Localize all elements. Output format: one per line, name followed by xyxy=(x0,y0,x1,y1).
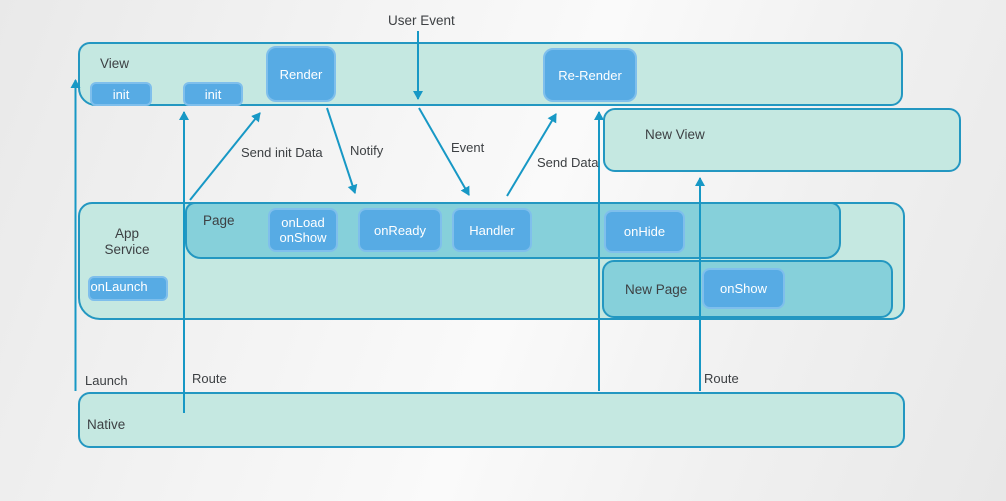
app-service-container: App Service onLaunch Page onLoad onShow … xyxy=(78,202,905,320)
handler-node: Handler xyxy=(452,208,532,252)
user-event-label: User Event xyxy=(388,13,455,28)
render-node-label: Render xyxy=(279,66,323,82)
route-right-label: Route xyxy=(704,371,739,386)
new-view-container: New View xyxy=(603,108,961,172)
init-node-b: init xyxy=(183,82,243,106)
send-data-label: Send Data xyxy=(537,155,599,170)
onready-node-label: onReady xyxy=(373,222,427,238)
onhide-node: onHide xyxy=(604,210,685,253)
init-node-b-label: init xyxy=(204,86,222,102)
launch-label: Launch xyxy=(85,373,128,388)
re-render-node-label: Re-Render xyxy=(558,67,622,83)
new-page-container: New Page onShow xyxy=(602,260,893,318)
onload-onshow-node: onLoad onShow xyxy=(268,208,338,252)
new-view-label: New View xyxy=(645,127,705,142)
page-container: Page onLoad onShow onReady Handler onHid… xyxy=(185,202,841,259)
handler-node-label: Handler xyxy=(469,222,515,238)
new-page-onshow-label: onShow xyxy=(720,281,767,296)
onlaunch-node: onLaunch xyxy=(88,276,168,301)
view-container: View init init Render Re-Render xyxy=(78,42,903,106)
onload-label: onLoad xyxy=(281,215,325,230)
onshow-label: onShow xyxy=(279,230,327,245)
native-label: Native xyxy=(87,417,126,432)
page-label: Page xyxy=(203,213,235,228)
init-node-a-label: init xyxy=(112,86,130,102)
re-render-node: Re-Render xyxy=(543,48,637,102)
new-page-label: New Page xyxy=(625,282,688,297)
view-label: View xyxy=(100,56,130,71)
app-service-label: App Service xyxy=(104,226,150,257)
onlaunch-node-label: onLaunch xyxy=(90,279,148,294)
render-node: Render xyxy=(266,46,336,102)
onready-node: onReady xyxy=(358,208,442,252)
event-label: Event xyxy=(451,140,485,155)
notify-label: Notify xyxy=(350,143,384,158)
onhide-node-label: onHide xyxy=(623,224,666,239)
send-init-data-label: Send init Data xyxy=(241,145,323,160)
native-container: Native xyxy=(78,392,905,448)
init-node-a: init xyxy=(90,82,152,106)
new-page-onshow-node: onShow xyxy=(702,268,785,309)
route-left-label: Route xyxy=(192,371,227,386)
